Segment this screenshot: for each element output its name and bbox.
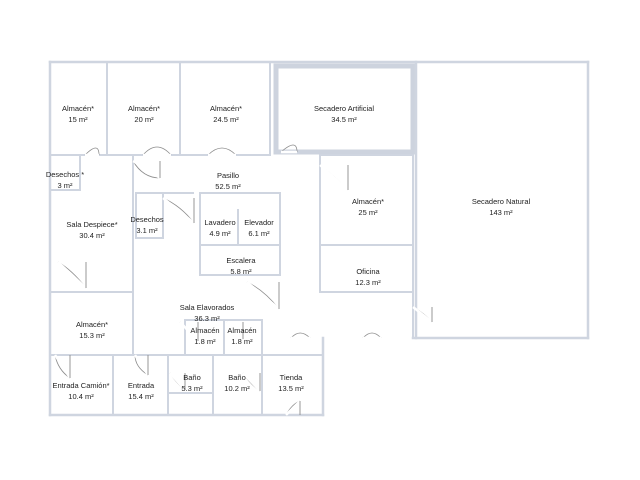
door-opening	[246, 281, 280, 310]
door-swing	[362, 332, 382, 339]
door-swing	[132, 160, 161, 179]
door-swing	[84, 147, 100, 156]
door-opening	[319, 164, 349, 191]
door-opening	[285, 400, 301, 416]
door-opening	[169, 372, 186, 391]
door-opening	[162, 197, 195, 224]
door-swing	[290, 332, 311, 339]
door-swing	[207, 147, 237, 156]
door-opening	[412, 306, 433, 323]
door-opening	[132, 159, 161, 180]
doors	[53, 144, 433, 416]
door-swing	[280, 144, 298, 153]
door-opening	[226, 321, 244, 340]
door-opening	[133, 354, 150, 376]
walls	[48, 60, 590, 417]
door-opening	[53, 354, 72, 379]
door-opening	[242, 372, 261, 392]
door-opening	[57, 261, 87, 289]
door-swing	[142, 146, 172, 156]
door-opening	[179, 321, 199, 342]
